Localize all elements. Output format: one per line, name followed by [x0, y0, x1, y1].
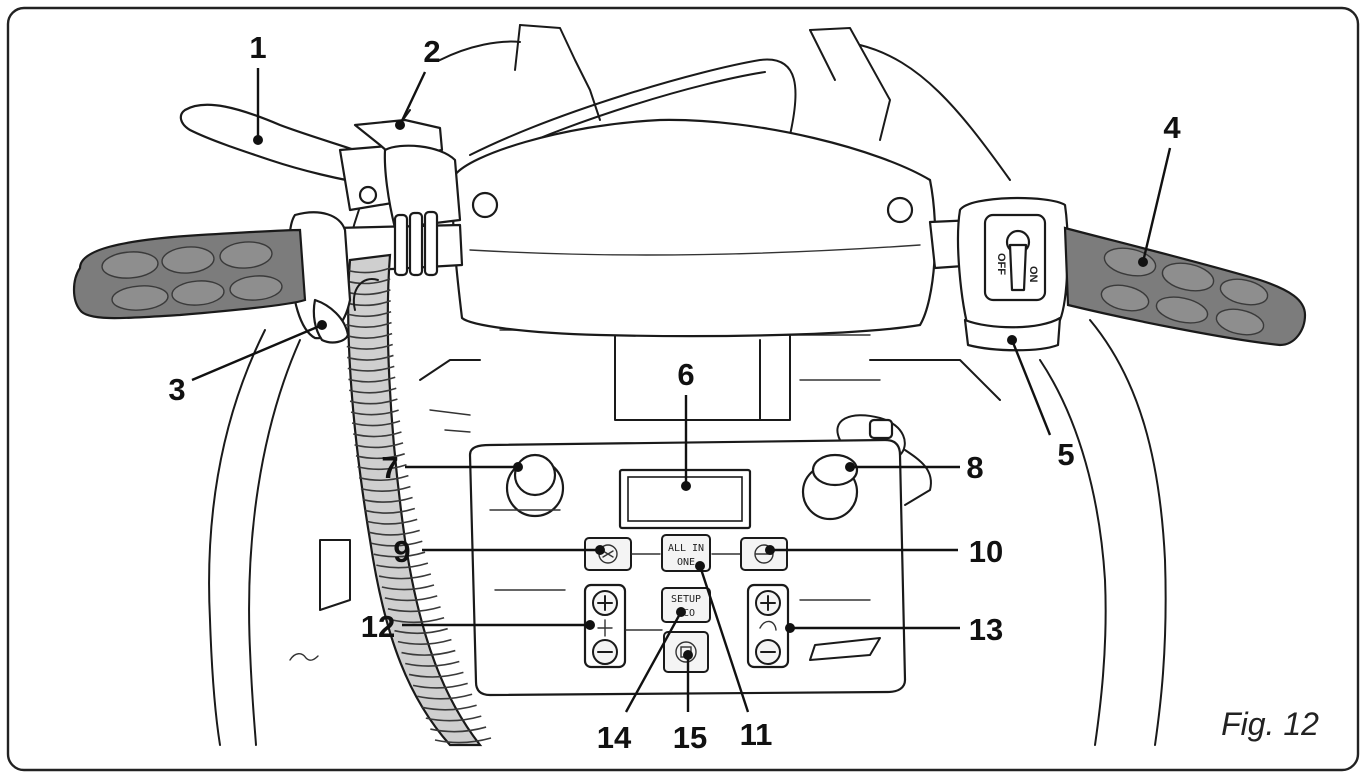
- hose-ring: [421, 704, 477, 711]
- hose-ring: [360, 485, 411, 492]
- grip-texture-cell: [1103, 247, 1157, 277]
- callout-15: 15: [673, 720, 707, 755]
- hose-ring: [381, 584, 435, 591]
- hose-ring: [368, 529, 420, 536]
- grip-texture-cell: [1219, 278, 1269, 306]
- grip-texture-cell: [1100, 284, 1150, 312]
- callout-14: 14: [597, 720, 632, 755]
- hose-ring: [347, 365, 395, 372]
- hose-ring: [349, 398, 398, 405]
- hose-ring: [394, 627, 448, 635]
- hose-ring: [358, 474, 409, 482]
- handlebar-collar: [393, 210, 439, 277]
- hose-ring: [387, 606, 441, 613]
- callout-11: 11: [740, 717, 773, 752]
- callout-12: 12: [361, 609, 395, 644]
- hose-ring: [408, 671, 464, 678]
- hose-ring: [425, 715, 482, 722]
- hose-ring: [353, 431, 402, 438]
- callout-2: 2: [423, 34, 440, 69]
- hose-ring: [401, 649, 456, 656]
- switch-5-base: [963, 316, 1062, 352]
- hose-ring: [371, 540, 423, 547]
- cable: [469, 58, 797, 156]
- hose-ring: [373, 551, 426, 558]
- hose-ring: [378, 573, 432, 580]
- grip-texture-cell: [101, 251, 159, 279]
- callout-4: 4: [1163, 110, 1181, 145]
- callout-10: 10: [969, 534, 1003, 569]
- switch-off-label: OFF: [995, 253, 1007, 275]
- callout-3: 3: [168, 372, 185, 407]
- hose-ring: [364, 507, 416, 514]
- console-bolt-left: [471, 191, 499, 219]
- hose-ring: [405, 660, 460, 667]
- hose-ring: [345, 310, 392, 318]
- grip-texture-cell: [161, 246, 215, 274]
- setup-label-line1: SETUP: [671, 594, 701, 605]
- callout-9: 9: [393, 534, 410, 569]
- switch-on-label: ON: [1027, 266, 1039, 283]
- callout-8: 8: [966, 450, 983, 485]
- hose-ring: [354, 442, 404, 449]
- callout-13: 13: [969, 612, 1003, 647]
- machine-body: [208, 24, 1167, 746]
- setup-label-line2: ECO: [677, 608, 695, 619]
- hose-ring: [390, 617, 445, 624]
- grip-texture-cell: [1215, 308, 1265, 336]
- key-switch-key: [1008, 243, 1028, 292]
- hose-ring: [434, 737, 492, 744]
- key-8: [811, 453, 859, 487]
- handlebar-console: [451, 118, 937, 338]
- grip-texture-cell: [111, 285, 169, 311]
- callout-labels: 1 2 3 4 5 6 7 8 9 10 11 12 13 14 15: [168, 30, 1181, 755]
- callout-7: 7: [381, 450, 398, 485]
- hose-ring: [357, 463, 407, 471]
- right-handgrip: [1063, 226, 1307, 347]
- hose-ring: [417, 693, 473, 700]
- callout-6: 6: [677, 357, 694, 392]
- left-handgrip: [72, 228, 307, 320]
- leader-lines: [191, 68, 1172, 713]
- hose-ring: [384, 595, 438, 602]
- hose-ring: [346, 332, 393, 339]
- knob-7: [513, 453, 557, 497]
- grip-texture-cell: [1155, 296, 1209, 324]
- hose-ring: [362, 496, 413, 503]
- hose-ring: [351, 420, 401, 427]
- hose-ring: [349, 387, 397, 394]
- hose-ring: [350, 409, 399, 416]
- control-panel: ALL IN ONE SETUP ECO: [468, 414, 932, 697]
- hose-ring: [348, 376, 396, 383]
- hose-ring: [355, 453, 405, 460]
- hose-ring: [345, 321, 392, 328]
- hose-ring: [366, 518, 418, 525]
- grip-texture-cell: [171, 280, 225, 306]
- hose-ring: [397, 638, 452, 645]
- lever-2-housing: [383, 144, 462, 230]
- all-in-one-label-line1: ALL IN: [668, 543, 704, 554]
- callout-5: 5: [1057, 437, 1074, 472]
- figure-caption: Fig. 12: [1221, 706, 1319, 742]
- button-14-setup: [661, 587, 711, 623]
- all-in-one-label-line2: ONE: [677, 557, 695, 568]
- callout-1: 1: [249, 30, 266, 65]
- grip-texture-cell: [229, 275, 283, 301]
- hose-ring: [345, 267, 391, 274]
- grip-texture-cell: [1161, 262, 1215, 292]
- hose-ring: [412, 682, 468, 689]
- grip-texture-cell: [219, 241, 273, 269]
- console-bolt-right: [886, 196, 914, 224]
- hose-ring: [430, 726, 487, 733]
- trigger-3: [312, 298, 350, 344]
- hose-ring: [347, 354, 394, 361]
- hose-ring: [376, 562, 429, 569]
- hose-ring: [346, 343, 393, 350]
